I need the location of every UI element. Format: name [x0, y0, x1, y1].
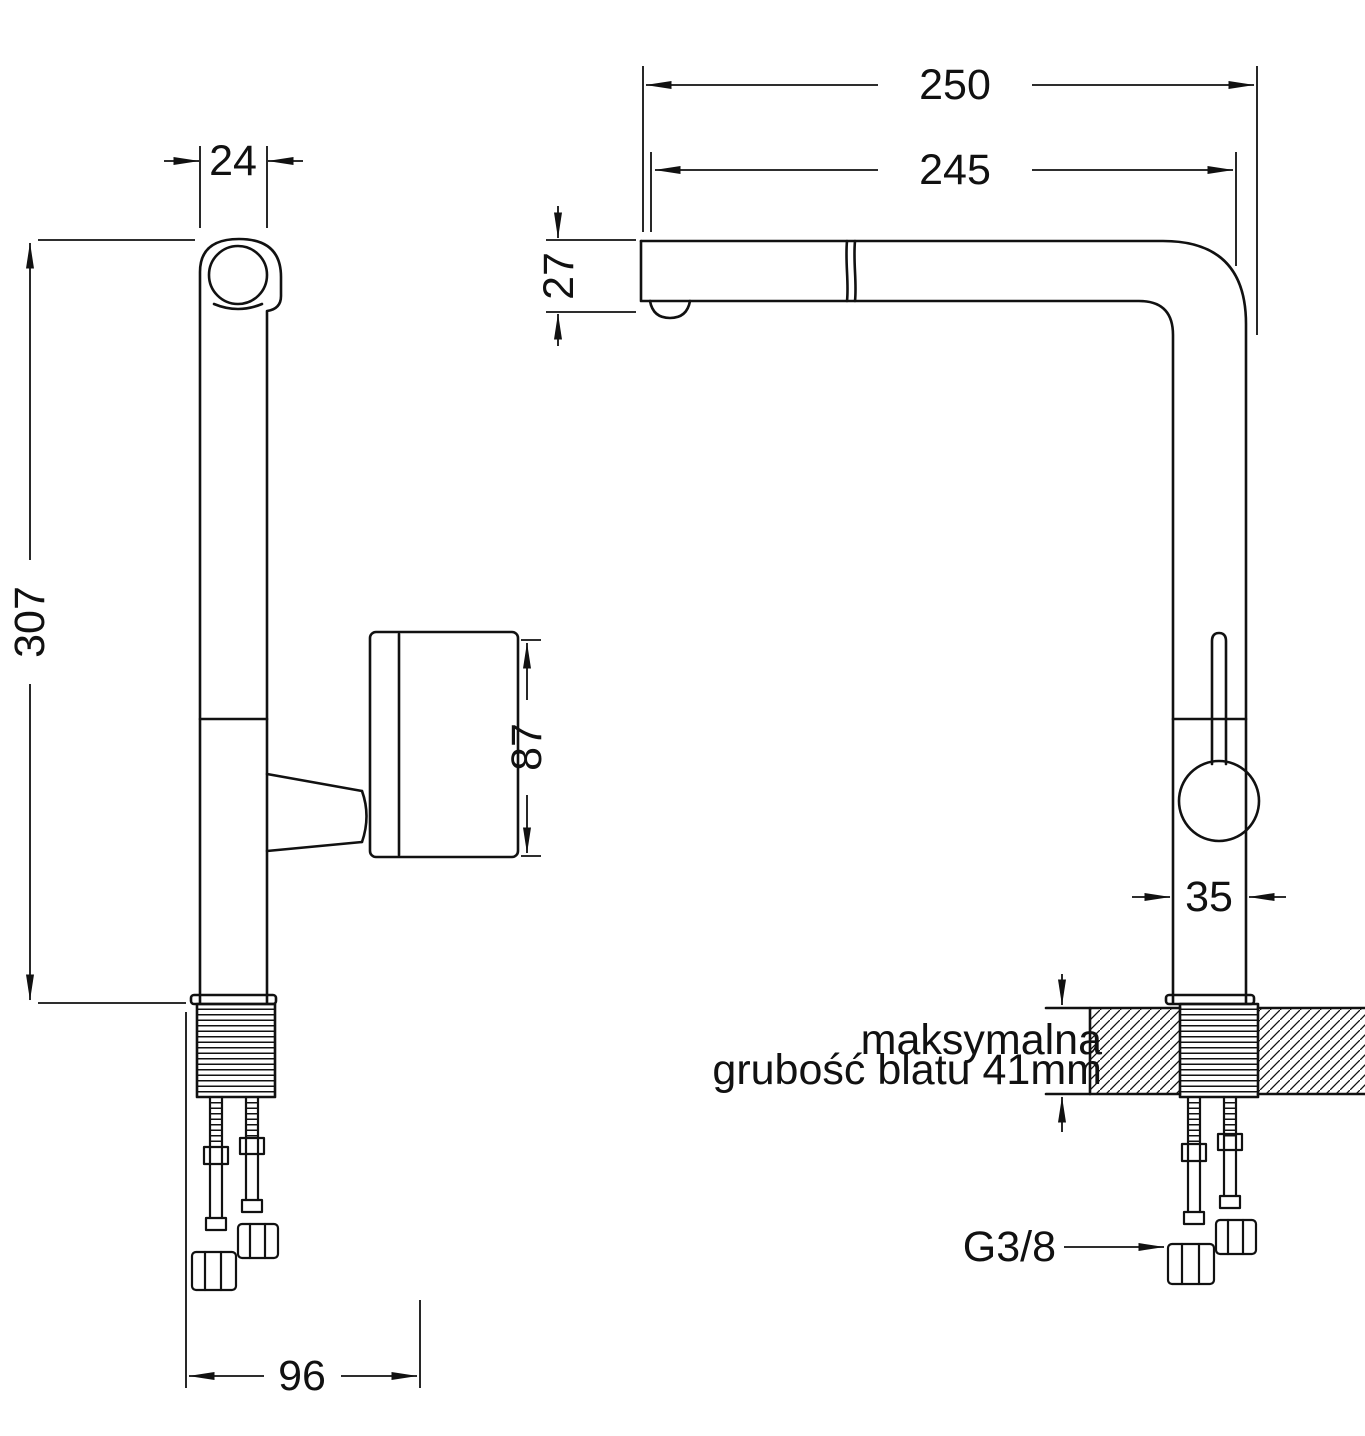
dim-handle-length: 87 — [503, 639, 551, 857]
side-dimensions: 24 307 87 96 — [6, 137, 551, 1400]
side-stud-thread-b — [246, 1097, 258, 1139]
dim-spout-reach: 245 — [650, 146, 1237, 266]
countertop-thickness-note: maksymalna grubość blatu 41mm — [712, 974, 1102, 1132]
front-stud-nut-a — [1180, 1142, 1208, 1163]
countertop-note-line2: grubość blatu 41mm — [712, 1046, 1102, 1094]
side-spout-pipe-outline — [198, 237, 283, 1005]
side-mounting-hardware — [190, 1095, 280, 1292]
side-base-flange — [189, 993, 278, 1006]
dim-spout-pipe-width: 24 — [164, 137, 303, 228]
side-hose-collar-a — [204, 1216, 228, 1232]
front-spout-inner-outline — [639, 239, 1175, 1005]
side-hose-hex-b-facets — [248, 1222, 267, 1260]
dim-total-height: 307 — [6, 239, 195, 1004]
side-view: 24 307 87 96 — [6, 137, 551, 1400]
front-hose-hex-a — [1166, 1242, 1216, 1286]
connection-thread-callout: G3/8 — [963, 1223, 1165, 1271]
side-stud-nut-a — [202, 1145, 230, 1166]
side-handle-neck — [265, 772, 368, 853]
front-dimensions: 250 245 27 35 — [535, 61, 1286, 1271]
dim-overall-depth-label: 250 — [919, 61, 991, 109]
side-stud-nut-b — [238, 1136, 266, 1156]
countertop-edges — [1044, 1006, 1365, 1096]
front-pullout-joint — [845, 239, 857, 303]
front-handle-lever — [1210, 631, 1228, 766]
front-hose-hex-a-facets — [1180, 1242, 1201, 1286]
side-spray-head-face — [207, 244, 269, 306]
dim-body-diameter-label: 35 — [1185, 873, 1233, 921]
side-hose-hex-a — [190, 1250, 238, 1292]
side-hose-hex-b — [236, 1222, 280, 1260]
front-handle-knob — [1177, 759, 1261, 843]
dim-spout-reach-label: 245 — [919, 146, 991, 194]
dim-spout-pipe-width-label: 24 — [209, 137, 257, 185]
dim-hose-offset-label: 96 — [278, 1352, 326, 1400]
side-view-outline — [189, 237, 520, 1099]
front-hose-hex-b-facets — [1226, 1218, 1245, 1256]
side-hose-hex-a-facets — [203, 1250, 223, 1292]
front-hose-collar-a — [1182, 1210, 1206, 1226]
dim-handle-length-label: 87 — [503, 723, 551, 771]
front-hose-hex-b — [1214, 1218, 1258, 1256]
dim-spout-end-height-label: 27 — [535, 252, 583, 300]
front-spout-outer-outline — [639, 239, 1248, 1005]
countertop-hatch-right — [1258, 1009, 1365, 1093]
side-stud-thread-a — [210, 1097, 222, 1147]
connection-thread-label: G3/8 — [963, 1223, 1056, 1271]
side-spray-head-lip — [212, 302, 264, 311]
side-hose-collar-b — [240, 1198, 264, 1214]
side-handle-paddle — [368, 630, 520, 859]
front-spray-outlet — [648, 299, 692, 320]
countertop-section — [1044, 1006, 1365, 1096]
countertop-note-line1: maksymalna — [861, 1016, 1102, 1064]
front-mounting-hardware — [1166, 1095, 1258, 1286]
front-base-flange — [1164, 993, 1256, 1006]
front-view-outline — [639, 239, 1261, 1099]
front-stud-rods — [1186, 1095, 1238, 1214]
front-view: 250 245 27 35 — [535, 61, 1365, 1286]
dim-hose-offset: 96 — [185, 1012, 421, 1400]
dim-total-height-label: 307 — [6, 586, 54, 658]
countertop-hatch-left — [1090, 1009, 1180, 1093]
front-mounting-thread — [1178, 1002, 1260, 1099]
front-hose-collar-b — [1218, 1194, 1242, 1210]
front-stud-thread-b — [1224, 1097, 1236, 1139]
dim-spout-end-height: 27 — [535, 206, 636, 346]
side-mounting-thread — [195, 1002, 277, 1099]
side-stud-rods — [208, 1095, 260, 1220]
front-stud-nut-b — [1216, 1132, 1244, 1152]
dim-body-diameter: 35 — [1132, 873, 1286, 921]
dim-overall-depth: 250 — [642, 61, 1258, 335]
front-stud-thread-a — [1188, 1097, 1200, 1145]
